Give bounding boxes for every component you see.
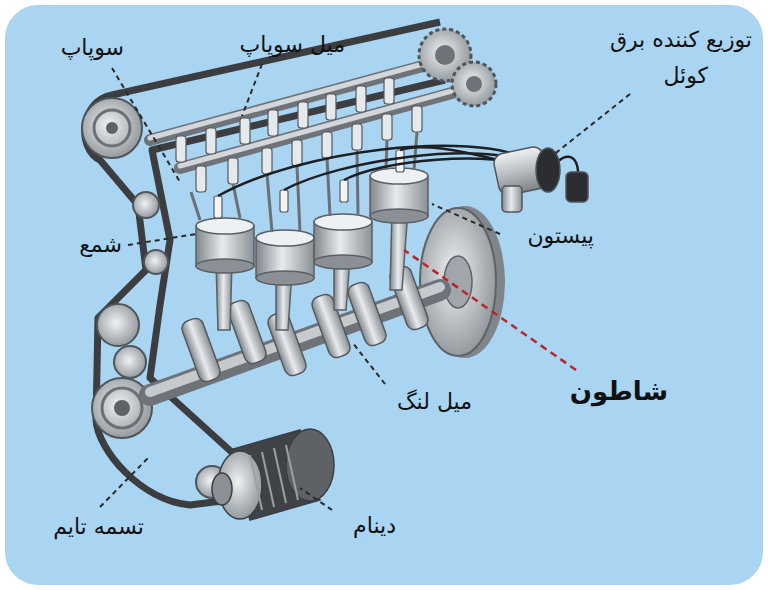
- part-label: تسمه تایم: [53, 514, 144, 540]
- part-label: دینام: [353, 513, 396, 539]
- timing-belt: [85, 22, 445, 505]
- valves: [176, 78, 422, 232]
- part-label: پیستون: [527, 223, 594, 249]
- part-label: میل سوپاپ: [240, 32, 345, 58]
- part-label: شمع: [79, 232, 122, 258]
- ignition-wires: [218, 146, 578, 196]
- distributor: [492, 145, 588, 212]
- pistons: [196, 168, 428, 285]
- leader-line: [404, 250, 576, 370]
- alternator: [212, 429, 334, 520]
- part-label: سوپاپ: [61, 35, 124, 61]
- part-label: توزیع کننده برق: [610, 27, 752, 53]
- camshaft: [150, 29, 496, 168]
- part-label: شاطون: [570, 376, 668, 407]
- part-label: میل لنگ: [397, 389, 472, 415]
- leader-lines: [100, 64, 630, 510]
- part-label: کوئل: [663, 63, 708, 89]
- background-panel: [4, 4, 764, 586]
